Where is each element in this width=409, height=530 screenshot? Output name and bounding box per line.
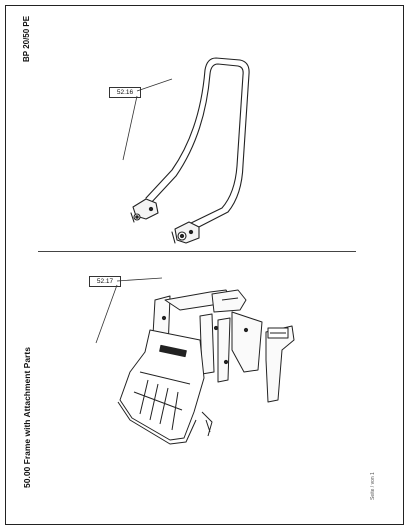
right-border — [403, 5, 404, 525]
section-divider — [38, 251, 356, 252]
left-border — [5, 5, 6, 525]
leader-line-52-17 — [95, 277, 163, 344]
leader-line-52-16 — [122, 78, 173, 161]
handle-bar-illustration — [130, 57, 250, 244]
base-frame-illustration — [117, 289, 295, 445]
callout-52-17: 52.17 — [89, 276, 121, 287]
bottom-border — [5, 524, 404, 525]
top-border — [5, 5, 404, 6]
callout-52-16: 52.16 — [109, 87, 141, 98]
